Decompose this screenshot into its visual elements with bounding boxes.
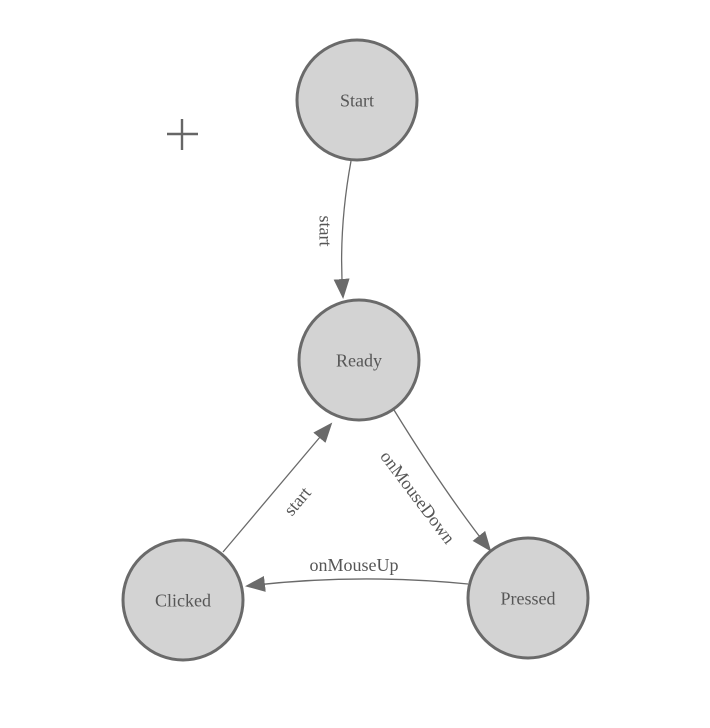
state-node-ready[interactable]: Ready <box>297 298 421 422</box>
state-node-start[interactable]: Start <box>295 38 419 162</box>
state-node-pressed[interactable]: Pressed <box>466 536 590 660</box>
state-label: Pressed <box>501 588 556 608</box>
edge-line <box>222 422 333 553</box>
edge-start-to-ready: start <box>316 160 352 299</box>
state-circle[interactable] <box>295 38 419 162</box>
edge-label: onMouseDown <box>376 447 459 548</box>
edge-pressed-to-clicked: onMouseUp <box>245 555 469 592</box>
edge-label: start <box>316 216 336 247</box>
state-node-clicked[interactable]: Clicked <box>121 538 245 662</box>
state-circle[interactable] <box>297 298 421 422</box>
edge-clicked-to-ready: start <box>222 422 333 553</box>
plus-crosshair-icon <box>167 119 198 150</box>
edge-label: start <box>280 483 315 520</box>
edge-ready-to-pressed: onMouseDown <box>376 409 492 552</box>
state-circle[interactable] <box>466 536 590 660</box>
edge-line <box>245 575 469 592</box>
edge-line <box>393 409 492 552</box>
state-label: Start <box>340 90 374 110</box>
edge-label: onMouseUp <box>310 555 399 575</box>
edge-line <box>333 160 352 299</box>
state-circle[interactable] <box>121 538 245 662</box>
state-label: Ready <box>336 350 382 370</box>
state-label: Clicked <box>155 590 211 610</box>
